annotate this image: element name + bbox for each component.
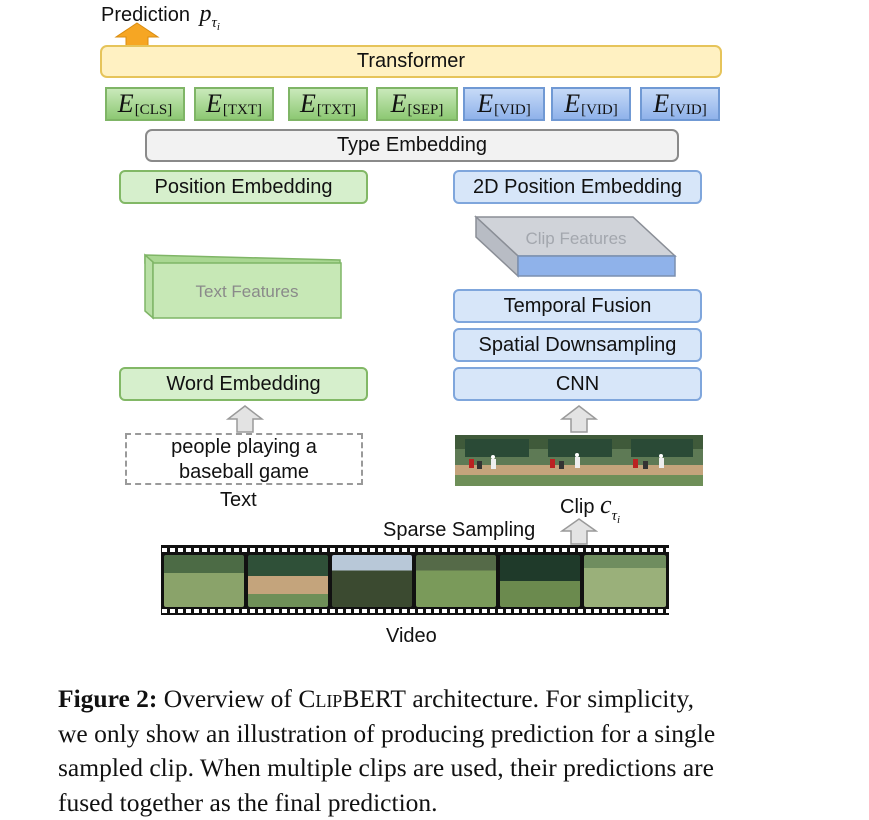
transformer-label: Transformer [357, 50, 465, 73]
2d-position-embedding-label: 2D Position Embedding [473, 176, 682, 199]
position-embedding-label: Position Embedding [155, 176, 333, 199]
temporal-fusion-block: Temporal Fusion [453, 289, 702, 323]
temporal-fusion-label: Temporal Fusion [504, 295, 652, 318]
video-frame-2 [248, 555, 328, 607]
sparse-sampling-arrow-icon [560, 518, 598, 545]
token-embedding-vid-1: E[VID] [463, 87, 545, 121]
word-embedding-block: Word Embedding [119, 367, 368, 401]
type-embedding-label: Type Embedding [337, 134, 487, 157]
2d-position-embedding-block: 2D Position Embedding [453, 170, 702, 204]
video-frame-4 [416, 555, 496, 607]
caption-model-name: ClipBERT [298, 684, 406, 713]
spatial-downsampling-block: Spatial Downsampling [453, 328, 702, 362]
text-caption: Text [220, 489, 257, 512]
token-embedding-txt-1: E[TXT] [194, 87, 274, 121]
word-embedding-label: Word Embedding [166, 373, 320, 396]
prediction-subsub: i [217, 21, 220, 33]
caption-line-2: we only show an illustration of producin… [58, 717, 798, 752]
token-embedding-vid-2: E[VID] [551, 87, 631, 121]
position-embedding-block: Position Embedding [119, 170, 368, 204]
prediction-symbol: p [200, 1, 212, 27]
figure-caption: Figure 2: Overview of ClipBERT architect… [58, 682, 798, 820]
input-text-line-1: people playing a [125, 436, 363, 459]
video-frame-3 [332, 555, 412, 607]
prediction-text: Prediction [101, 4, 190, 26]
clip-symbol: c [600, 490, 612, 519]
transformer-block: Transformer [100, 45, 722, 78]
video-caption: Video [386, 625, 437, 648]
token-embedding-vid-3: E[VID] [640, 87, 720, 121]
clip-text: Clip [560, 496, 594, 518]
cnn-block: CNN [453, 367, 702, 401]
text-features-label: Text Features [153, 282, 341, 302]
film-perforations-top [161, 547, 669, 553]
text-up-arrow-icon [226, 405, 264, 433]
video-frame-6 [584, 555, 666, 607]
input-text-line-2: baseball game [125, 461, 363, 484]
token-embedding-sep: E[SEP] [376, 87, 458, 121]
token-embedding-cls: E[CLS] [105, 87, 185, 121]
caption-line-3: sampled clip. When multiple clips are us… [58, 751, 798, 786]
spatial-downsampling-label: Spatial Downsampling [479, 334, 677, 357]
token-embedding-txt-2: E[TXT] [288, 87, 368, 121]
caption-line-1: Figure 2: Overview of ClipBERT architect… [58, 682, 798, 717]
caption-figure-label: Figure 2: [58, 684, 157, 713]
cnn-label: CNN [556, 373, 599, 396]
video-frame-5 [500, 555, 580, 607]
clip-features-label: Clip Features [500, 229, 652, 249]
type-embedding-block: Type Embedding [145, 129, 679, 162]
prediction-label: Prediction pτi [101, 1, 220, 28]
sparse-sampling-label: Sparse Sampling [383, 519, 535, 542]
film-perforations-bottom [161, 608, 669, 614]
clip-subsub: i [617, 514, 620, 526]
sampled-clip-image [455, 435, 703, 486]
video-frame-1 [164, 555, 244, 607]
clip-up-arrow-icon [560, 405, 598, 433]
clip-label: Clip cτi [560, 490, 620, 520]
